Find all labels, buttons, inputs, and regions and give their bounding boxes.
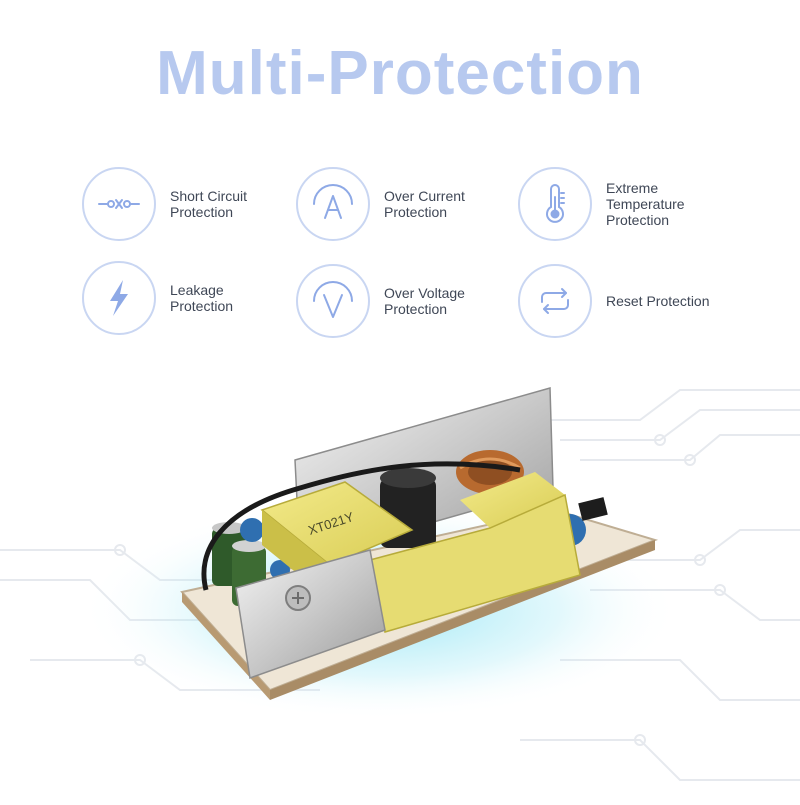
feature-short-circuit: Short Circuit Protection — [82, 167, 247, 241]
lightning-icon — [82, 261, 156, 335]
power-supply-board-image: XT021Y — [0, 274, 800, 781]
page-title: Multi-Protection — [156, 39, 644, 108]
feature-reset: Reset Protection — [518, 264, 710, 338]
feature-over-voltage: Over Voltage Protection — [296, 264, 465, 338]
over-current-icon — [296, 167, 370, 241]
feature-over-current: Over Current Protection — [296, 167, 465, 241]
thermometer-icon — [518, 167, 592, 241]
feature-label: Extreme Temperature Protection — [606, 180, 685, 228]
feature-extreme-temperature: Extreme Temperature Protection — [518, 167, 685, 241]
reset-arrows-icon — [518, 264, 592, 338]
feature-label: Leakage Protection — [170, 282, 234, 314]
product-illustration: XT021Y — [0, 274, 800, 800]
feature-label: Short Circuit Protection — [170, 188, 248, 220]
feature-label: Over Current Protection — [384, 188, 465, 220]
feature-leakage: Leakage Protection — [82, 261, 233, 335]
feature-label: Reset Protection — [606, 293, 710, 309]
feature-label: Over Voltage Protection — [384, 285, 465, 317]
over-voltage-icon — [296, 264, 370, 338]
short-circuit-icon — [82, 167, 156, 241]
